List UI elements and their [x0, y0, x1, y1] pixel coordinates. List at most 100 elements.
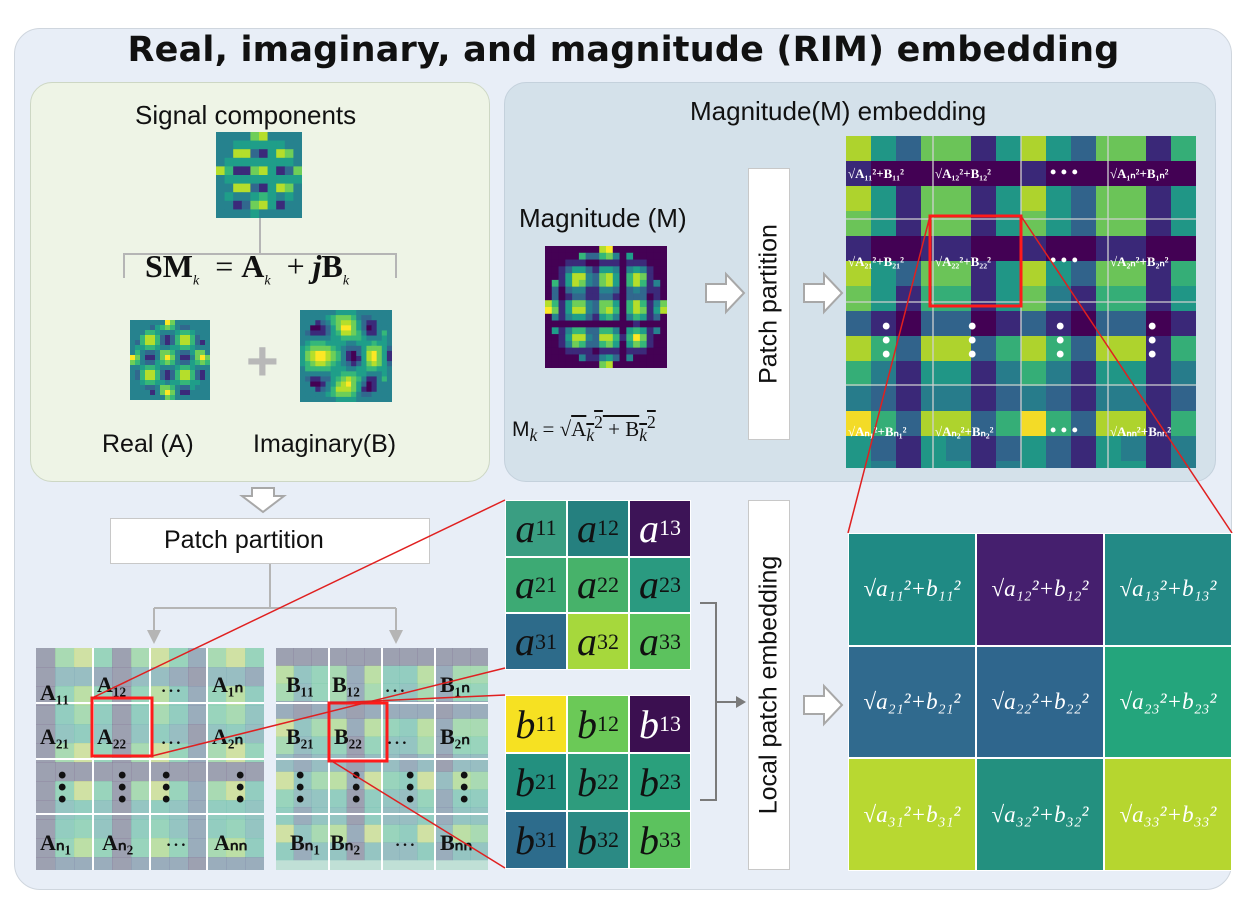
patch-partition-vertical-label: Patch partition: [754, 224, 783, 384]
mag-cell-n1: √Aₙ₁²+Bₙ₁²: [848, 424, 907, 439]
a-cell-12: A₁₂: [97, 672, 127, 697]
arrow-to-embedding: [803, 683, 844, 727]
b-vdots-2: •••: [352, 762, 361, 813]
a-vdots-3: •••: [162, 762, 171, 813]
signal-components-heading: Signal components: [135, 100, 357, 130]
b-cell-21: B₂₁: [286, 724, 314, 749]
b-vdots-4: •••: [460, 762, 469, 813]
mag-cell-2-dots: • • •: [1050, 250, 1078, 270]
magnitude-grid: [846, 136, 1196, 468]
split-arrows: [147, 564, 403, 644]
patch-partition-label-lower: Patch partition: [164, 526, 324, 554]
local-patch-embedding-label: Local patch embedding: [754, 555, 783, 815]
b-cell-22: B₂₂: [334, 724, 362, 749]
imaginary-part-image: [300, 310, 392, 402]
mag-cell-21: √A₂₁²+B₂₁²: [848, 254, 904, 269]
embedded-cell-32: √a₃₂²+b₃₂²: [976, 758, 1104, 871]
b-cell-2n: B₂ₙ: [440, 724, 471, 749]
b-cell-1-dots: …: [384, 672, 406, 697]
b-cell-12: B₁₂: [332, 672, 360, 697]
a-cell-1-dots: …: [160, 672, 182, 697]
a-cell-11: A₁₁: [40, 680, 70, 705]
b-vdots-3: •••: [406, 762, 415, 813]
plus-sign: +: [246, 329, 279, 392]
figure-title: Real, imaginary, and magnitude (RIM) emb…: [127, 30, 1120, 70]
mag-cell-n2: √Aₙ₂²+Bₙ₂²: [935, 424, 994, 439]
signal-components-image: [216, 132, 302, 218]
b-cell-1n: B₁ₙ: [440, 672, 471, 697]
down-arrow: [239, 487, 287, 514]
embedded-cell-21: √a₂₁²+b₂₁²: [848, 645, 976, 759]
embedded-cell-33: √a₃₃²+b₃₃²: [1104, 758, 1232, 871]
signal-equation: SMk = Ak + jBk: [145, 248, 350, 289]
mag-cell-nn: √Aₙₙ²+Bₙₙ²: [1110, 424, 1172, 439]
embedded-cell-12: √a₁₂²+b₁₂²: [976, 533, 1104, 646]
magnitude-embedding-heading: Magnitude(M) embedding: [690, 96, 987, 126]
real-part-image: [130, 320, 210, 400]
imaginary-label: Imaginary(B): [253, 430, 397, 458]
b-cell-nn: Bₙₙ: [440, 830, 473, 855]
magnitude-image: [545, 246, 667, 368]
mag-cell-1-dots: • • •: [1050, 162, 1078, 182]
mag-vdots-4: •••: [1148, 313, 1157, 368]
real-label: Real (A): [102, 430, 194, 458]
mag-vdots-2: •••: [968, 313, 977, 368]
a-cell-n-dots: …: [165, 826, 187, 851]
a-cell-22: A₂₂: [97, 724, 127, 749]
a-vdots-4: •••: [236, 762, 245, 813]
embedded-patch-grid: √a₁₁²+b₁₁²√a₁₂²+b₁₂²√a₁₃²+b₁₃² √a₂₁²+b₂₁²…: [848, 533, 1232, 871]
b-cell-n2: Bₙ₂: [330, 830, 361, 855]
mag-cell-12: √A₁₂²+B₁₂²: [935, 166, 991, 181]
a-cell-n2: Aₙ₂: [102, 830, 134, 855]
embedded-cell-23: √a₂₃²+b₂₃²: [1104, 645, 1232, 759]
a-cell-nn: Aₙₙ: [214, 830, 248, 855]
mag-cell-n-dots: • • •: [1050, 420, 1078, 440]
embedded-cell-13: √a₁₃²+b₁₃²: [1104, 533, 1232, 646]
local-patch-embedding-box: [748, 500, 790, 870]
a-cell-21: A₂₁: [40, 724, 70, 749]
arrow-to-partition: [705, 271, 746, 315]
arrow-to-magnitude-grid: [803, 271, 844, 315]
b-vdots-1: •••: [296, 762, 305, 813]
magnitude-label: Magnitude (M): [519, 203, 687, 233]
b-cell-n1: Bₙ₁: [290, 830, 321, 855]
embedded-cell-31: √a₃₁²+b₃₁²: [848, 758, 976, 871]
a-cell-1n: A₁ₙ: [212, 672, 244, 697]
b-cell-2-dots: …: [386, 724, 408, 749]
a-vdots-1: •••: [58, 762, 67, 813]
a-cell-n1: Aₙ₁: [40, 830, 72, 855]
mag-cell-22: √A₂₂²+B₂₂²: [935, 254, 991, 269]
a-cell-2-dots: …: [160, 724, 182, 749]
mag-vdots-1: •••: [882, 313, 891, 368]
b-cell-11: B₁₁: [286, 672, 314, 697]
mag-cell-1n: √A₁ₙ²+B₁ₙ²: [1110, 166, 1169, 181]
a-cell-2n: A₂ₙ: [212, 724, 244, 749]
mag-cell-11: √A₁₁²+B₁₁²: [848, 166, 904, 181]
a-vdots-2: •••: [118, 762, 127, 813]
mag-vdots-3: •••: [1056, 313, 1065, 368]
embedded-cell-11: √a₁₁²+b₁₁²: [848, 533, 976, 646]
mag-cell-2n: √A₂ₙ²+B₂ₙ²: [1110, 254, 1169, 269]
patch-partition-box: [748, 168, 790, 440]
magnitude-formula: Mk = √Ak2 + Bk2: [512, 412, 656, 446]
split-bracket: [123, 218, 397, 278]
